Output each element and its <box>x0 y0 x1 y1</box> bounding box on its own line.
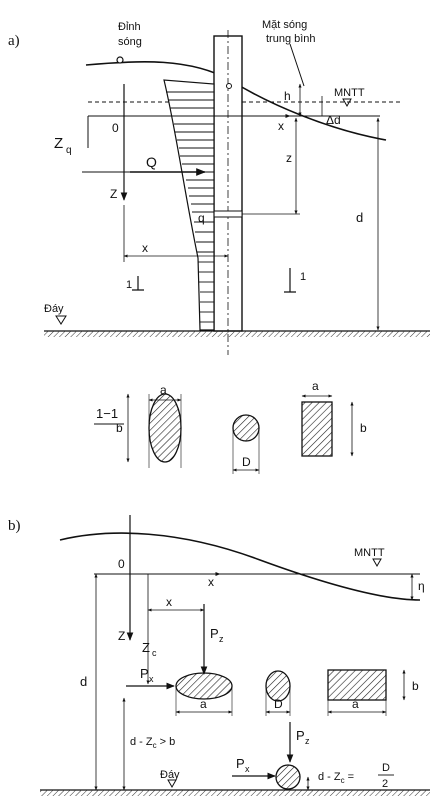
bottom-label-a: Đáy <box>44 303 64 315</box>
zq-label: Z <box>54 135 63 152</box>
bottom-marker-b <box>167 779 177 789</box>
origin-label-a: 0 <box>112 121 119 135</box>
x-dist-label-b: x <box>166 595 172 609</box>
pressure-hatch <box>166 91 214 323</box>
depth-label-b: d <box>80 674 87 689</box>
section-label: 1−1 <box>96 406 118 421</box>
fraction-den: 2 <box>382 778 388 790</box>
pile-element <box>213 210 243 218</box>
zc-label: Z <box>142 640 150 655</box>
surface-point <box>226 83 232 89</box>
pz2-sub: z <box>305 736 310 746</box>
section-ellipse <box>148 393 182 463</box>
mean-surface-label-2: trung bình <box>266 33 316 45</box>
section-1-1: 1−1 a b D a b <box>94 379 367 474</box>
section-arrow-right <box>284 268 296 293</box>
leader-line <box>289 43 305 87</box>
section-mark-right: 1 <box>300 271 306 283</box>
origin-label-b: 0 <box>118 557 125 571</box>
mean-surface-label-1: Mặt sóng <box>262 19 307 31</box>
section-circle <box>232 414 260 442</box>
rect-height-label: b <box>360 421 367 435</box>
condition-left: d - Zc > b <box>130 736 175 750</box>
x-axis-label-b: x <box>208 575 214 589</box>
x-axis-label-a: x <box>278 119 284 133</box>
mntt-label-b: MNTT <box>354 547 385 559</box>
wave-profile-b <box>59 532 421 601</box>
zq-sub: q <box>66 145 72 156</box>
pressure-diagram <box>163 79 215 331</box>
bottom-marker-a <box>55 315 67 325</box>
rect-b-width-label: a <box>352 697 359 711</box>
circle-b-diam-label: D <box>274 697 283 711</box>
mntt-marker-a <box>342 98 352 108</box>
circle-diam-label: D <box>242 455 251 469</box>
pz-label: P <box>210 626 219 641</box>
q-small-label: q <box>198 211 205 225</box>
panel-b-label: b) <box>8 518 21 534</box>
delta-d-label: Δd <box>326 113 341 127</box>
section-rect <box>301 401 333 457</box>
ellipse-height-label: b <box>116 421 123 435</box>
z-axis-label-a: Z <box>110 187 117 201</box>
x-dist-label-a: x <box>142 241 148 255</box>
z-axis-label-b: Z <box>118 629 125 643</box>
panel-b: b) MNTT η 0 x Z x Z c P z P x a D <box>8 515 430 796</box>
h-label: h <box>284 89 291 103</box>
rect-b-height-label: b <box>412 679 419 693</box>
rect-width-label: a <box>312 379 319 393</box>
px-sub: x <box>149 674 154 684</box>
z-small-label: z <box>286 151 292 165</box>
mntt-label-a: MNTT <box>334 87 365 99</box>
seabed-hatch-a <box>44 331 430 337</box>
fraction-num: D <box>382 762 390 774</box>
section-mark-left: 1 <box>126 279 132 291</box>
px2-sub: x <box>245 764 250 774</box>
section-arrow-left <box>132 276 144 291</box>
pz-sub: z <box>219 634 224 644</box>
ellipse-b-width-label: a <box>200 697 207 711</box>
panel-a-label: a) <box>8 33 20 49</box>
depth-label-a: d <box>356 210 363 225</box>
ellipse-b <box>175 672 233 700</box>
force-q-label: Q <box>146 154 157 170</box>
wave-crest-point <box>116 56 124 64</box>
seabed-hatch-b <box>40 790 430 796</box>
condition-right: d - Zc = <box>318 771 354 785</box>
zc-sub: c <box>152 648 157 658</box>
bottom-cylinder <box>275 764 301 790</box>
ellipse-width-label: a <box>160 383 167 397</box>
px2-label: P <box>236 756 245 771</box>
rect-b <box>327 669 387 701</box>
mntt-marker-b <box>372 558 382 568</box>
eta-label: η <box>418 579 425 593</box>
bottom-label-b: Đáy <box>160 769 180 781</box>
wave-crest-label-1: Đỉnh <box>118 21 141 33</box>
px-label: P <box>140 666 149 681</box>
panel-a: a) Đỉnh sóng Mặt sóng trung bình MNTT h … <box>8 19 430 355</box>
pz2-label: P <box>296 728 305 743</box>
wave-crest-label-2: sóng <box>118 36 142 48</box>
